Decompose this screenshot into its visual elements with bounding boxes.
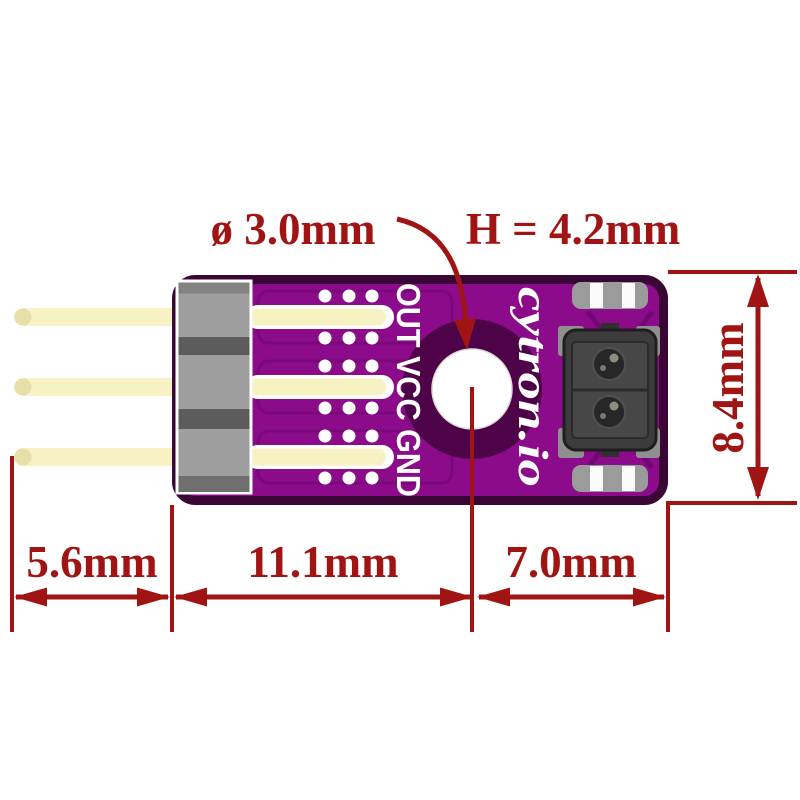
arrowhead-icon xyxy=(477,587,510,607)
header-groove-1 xyxy=(178,337,250,355)
arrowhead-icon xyxy=(440,587,473,607)
arrowhead-icon xyxy=(137,587,170,607)
pin-trace-vcc xyxy=(246,375,394,399)
pin-out-tip xyxy=(14,308,32,326)
ir-emitter-lens xyxy=(592,347,626,381)
arrowhead-icon xyxy=(747,467,769,500)
arrowhead-icon xyxy=(174,587,207,607)
pin-out-lead xyxy=(14,308,186,326)
header-edge-bottom xyxy=(178,476,250,492)
header-edge-top xyxy=(178,282,250,294)
lens-highlight xyxy=(600,365,606,371)
pin-trace-out xyxy=(246,305,394,329)
annotations: ø 3.0mm H = 4.2mm xyxy=(211,204,680,632)
leader-curve xyxy=(396,216,469,331)
pin-vcc-tip xyxy=(14,378,32,396)
pin-gnd-tip xyxy=(14,448,32,466)
smd-band xyxy=(622,283,635,308)
dim-sensor-section: 7.0mm xyxy=(477,537,666,607)
lens-highlight xyxy=(609,401,619,411)
dim-label-7-0: 7.0mm xyxy=(505,537,636,587)
ir-receiver-lens xyxy=(592,395,626,429)
smd-body xyxy=(572,282,648,309)
ir-sensor xyxy=(558,323,660,458)
silkscreen-pin-labels: OUT VCC GND xyxy=(390,283,427,497)
pcb-board: OUT VCC GND cytron.io xyxy=(172,275,668,505)
header-plastic xyxy=(175,279,253,495)
smd-band xyxy=(590,283,603,308)
dim-pin-length: 5.6mm xyxy=(14,537,170,607)
pin-header-block xyxy=(175,279,253,495)
brand-logo: cytron.io xyxy=(509,287,555,487)
sensor-tab xyxy=(601,448,619,457)
sensor-tab xyxy=(601,323,619,332)
smd-body xyxy=(572,465,648,492)
smd-band xyxy=(622,466,635,491)
leader-arrowhead-icon xyxy=(454,318,476,350)
arrowhead-icon xyxy=(633,587,666,607)
lens-highlight xyxy=(600,413,606,419)
pin-gnd-lead xyxy=(14,448,186,466)
extension-line-board-right-bottom xyxy=(666,501,797,632)
header-groove-2 xyxy=(178,409,250,429)
pin-trace xyxy=(246,378,386,396)
pin-trace xyxy=(246,448,386,466)
lens-highlight xyxy=(609,353,619,363)
via-dots xyxy=(318,289,379,485)
dim-hole-offset: 11.1mm xyxy=(174,537,473,607)
smd-band xyxy=(590,466,603,491)
pin-vcc-lead xyxy=(14,378,186,396)
smd-resistor-top xyxy=(572,282,648,309)
dim-label-8-4: 8.4mm xyxy=(703,322,753,453)
arrowhead-icon xyxy=(747,274,769,307)
smd-resistor-bottom xyxy=(572,465,648,492)
dimension-lines: 5.6mm 11.1mm 7.0mm 8.4mm xyxy=(10,270,797,632)
dim-label-5-6: 5.6mm xyxy=(26,537,157,587)
sensor-traces xyxy=(586,310,654,470)
hole-diameter-label: ø 3.0mm xyxy=(211,204,376,254)
pin-trace xyxy=(246,308,386,326)
dim-label-11-1: 11.1mm xyxy=(247,537,398,587)
header-pins xyxy=(14,308,186,466)
pin-trace-gnd xyxy=(246,445,394,469)
sensor-height-label: H = 4.2mm xyxy=(466,204,680,254)
dim-board-width: 8.4mm xyxy=(703,274,769,500)
arrowhead-icon xyxy=(14,587,47,607)
